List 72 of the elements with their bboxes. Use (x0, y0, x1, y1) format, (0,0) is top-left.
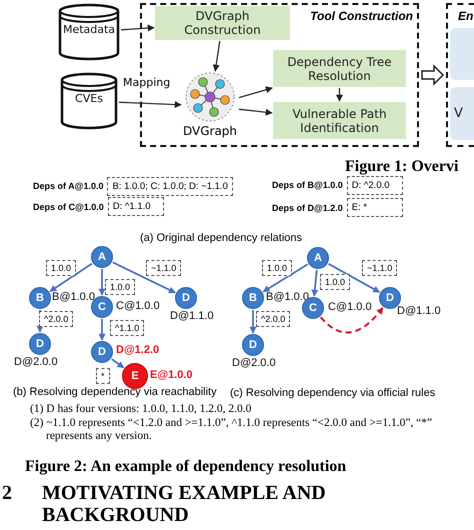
arrow (98, 269, 106, 296)
edge-label: * (96, 368, 110, 384)
dependency-heading: Deps of D@1.2.0 (272, 202, 343, 212)
process-box: Vulnerable Path Identification (273, 102, 406, 139)
version-label: D@2.0.0 (14, 356, 58, 368)
footnote: (1) D has four versions: 1.0.0, 1.1.0, 1.2.0, 2.0.0 (30, 403, 252, 416)
tree-node-circle: B (242, 287, 264, 309)
edge-label: ^1.1.0 (110, 320, 144, 336)
tree-node-circle: D (242, 334, 264, 356)
edge-label: 1.0.0 (320, 274, 350, 290)
arrow (49, 262, 92, 292)
edge-label: 1.0.0 (262, 260, 292, 276)
dependency-heading: Deps of B@1.0.0 (272, 180, 343, 190)
dependency-list: E: * (346, 198, 403, 217)
subfigure-caption: (b) Resolving dependency via reachability (13, 386, 217, 398)
dependency-heading: Deps of A@1.0.0 (33, 181, 104, 191)
version-label: D@1.1.0 (170, 310, 214, 322)
database-label: Metadata (62, 23, 116, 36)
edge-label: ~1.1.0 (146, 260, 182, 276)
figure-caption: Figure 2: An example of dependency resolution (25, 458, 346, 476)
edge-label: 1.0.0 (105, 279, 136, 295)
process-box: Dependency Tree Resolution (273, 50, 406, 87)
tree-node-circle: D (175, 287, 197, 309)
subfigure-caption: (a) Original dependency relations (140, 232, 302, 244)
group-title: Tool Construction (310, 9, 413, 23)
dependency-list: D: ^2.0.0 (346, 176, 403, 194)
tree-node-circle: A (91, 246, 113, 268)
arrow (311, 270, 318, 297)
dashed-panel-frame (446, 3, 474, 147)
footnote: (2) ~1.1.0 represents “<1.2.0 and >=1.1.0”, ^1.1.0 represents “<2.0.0 and >=1.1.0”, “*” represents any version. (30, 417, 434, 443)
edge-label: Mapping (123, 76, 170, 89)
arrow (238, 108, 273, 116)
version-label: C@1.0.0 (328, 301, 372, 313)
curved-arrow (320, 307, 384, 334)
edge-label: ^2.0.0 (256, 311, 290, 327)
node-label: DVGraph (182, 124, 238, 138)
process-box: V (450, 87, 474, 140)
version-label: C@1.0.0 (116, 300, 160, 312)
dependency-list: B: 1.0.0; C: 1.0.0; D: ~1.1.0 (107, 176, 233, 196)
tree-node-circle: E (122, 363, 148, 389)
arrow (36, 310, 44, 333)
dependency-heading: Deps of C@1.0.0 (33, 202, 104, 212)
block-arrow (421, 64, 444, 86)
group-title: En (458, 9, 474, 23)
section-heading: MOTIVATING EXAMPLE AND BACKGROUND (42, 482, 327, 526)
arrow (238, 86, 273, 98)
tree-node-circle: D (29, 333, 51, 355)
arrow (98, 319, 106, 341)
arrow (111, 358, 124, 368)
version-label: D@2.0.0 (232, 357, 276, 369)
arrow (336, 88, 343, 102)
tree-node-circle: D (91, 341, 113, 363)
subfigure-caption: (c) Resolving dependency via official rules (230, 387, 436, 399)
edge-label: ~1.1.0 (362, 260, 398, 276)
arrow (120, 24, 155, 32)
arrow (262, 264, 308, 292)
tree-node-circle: B (29, 287, 51, 309)
arrow (212, 40, 220, 72)
version-label: D@1.2.0 (116, 344, 160, 356)
arrow (112, 261, 176, 294)
arrow (118, 101, 182, 108)
arrow (328, 263, 380, 293)
figure-caption: Figure 1: Overvi (345, 158, 458, 176)
version-label: E@1.0.0 (150, 369, 193, 381)
database-label: CVEs (74, 92, 104, 105)
edge-label: 1.0.0 (46, 260, 76, 276)
edge-label: ^2.0.0 (39, 311, 74, 327)
dependency-list: D: ^1.1.0 (108, 197, 164, 216)
process-box: DVGraph Construction (155, 6, 290, 40)
section-heading: 2 (2, 482, 13, 504)
tree-node-circle: A (307, 247, 329, 269)
arrow (250, 310, 256, 334)
